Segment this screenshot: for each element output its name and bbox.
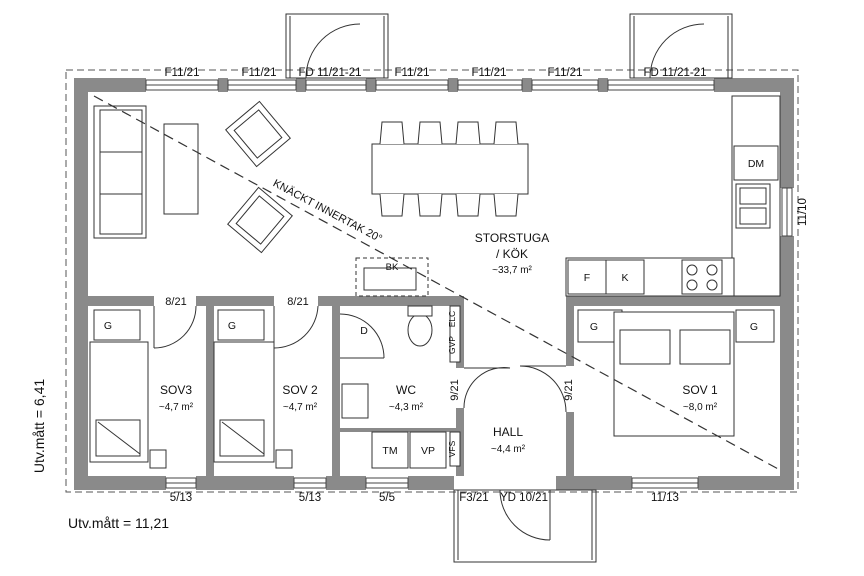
window-label: F11/21 — [165, 67, 200, 79]
fixture-label: G — [228, 320, 236, 332]
window-label: F11/21 — [242, 67, 277, 79]
room-name: WC — [396, 383, 416, 397]
exterior-walls — [74, 78, 794, 490]
room-area: ~4,3 m² — [389, 402, 424, 413]
fridge — [567, 259, 607, 295]
room-name: / KÖK — [496, 247, 528, 261]
washbasin — [341, 383, 369, 419]
room-area: ~4,7 m² — [283, 402, 318, 413]
sofa — [93, 105, 147, 239]
room-area: ~33,7 m² — [492, 265, 532, 276]
window-label: F11/21 — [472, 67, 507, 79]
top-windows — [145, 79, 793, 489]
fixture-label: D — [360, 325, 368, 337]
fixture-label: F — [584, 272, 590, 284]
room-name: STORSTUGA — [475, 231, 549, 245]
dining-table — [371, 143, 529, 195]
fixture-label: K — [621, 272, 628, 284]
room-labels: STORSTUGA / KÖK ~33,7 m² SOV3 ~4,7 m² SO… — [159, 231, 718, 455]
ceiling-fold-line — [93, 95, 781, 471]
room-name: HALL — [493, 425, 523, 439]
tm-box — [371, 431, 409, 469]
window-label: 5/13 — [170, 492, 192, 504]
window-label: F11/21 — [548, 67, 583, 79]
bed-sov1 — [613, 311, 735, 437]
window-label: FD 11/21-21 — [643, 67, 706, 79]
room-area: ~4,7 m² — [159, 402, 194, 413]
fixture-label: G — [750, 321, 758, 333]
bed-sov2 — [213, 341, 275, 463]
fixture-label: BK — [386, 262, 399, 273]
vp-box — [409, 431, 447, 469]
dishwasher — [733, 145, 779, 181]
fixture-label: VFS — [447, 440, 457, 457]
window-label: YD 10/21 — [500, 492, 548, 504]
dimension-outline — [65, 69, 799, 493]
bed-sov3 — [89, 341, 149, 463]
fixture-label: DM — [748, 158, 764, 170]
window-label: F11/21 — [395, 67, 430, 79]
coffee-table — [163, 123, 199, 215]
window-label: F3/21 — [459, 492, 488, 504]
window-label: 5/5 — [379, 492, 395, 504]
door-label: 8/21 — [165, 296, 186, 308]
freezer — [605, 259, 645, 295]
window-label: 11/13 — [651, 492, 679, 504]
width-dimension: Utv.mått = 11,21 — [68, 515, 169, 531]
window-label: FD 11/21-21 — [298, 67, 361, 79]
window-label: 11/10 — [797, 198, 809, 226]
dining-chairs — [379, 121, 519, 217]
fixture-labels: DM BK F K G G G G D TM VP GVP ELC VFS — [104, 158, 764, 457]
furniture — [89, 95, 781, 469]
armchair — [225, 100, 291, 168]
interior-doors — [153, 305, 567, 413]
wardrobe — [735, 309, 775, 343]
room-name: SOV 1 — [682, 383, 718, 397]
room-name: SOV3 — [160, 383, 192, 397]
wardrobe — [217, 309, 265, 341]
window-labels: F11/21 F11/21 FD 11/21-21 F11/21 F11/21 … — [165, 67, 809, 504]
door-label: 9/21 — [449, 379, 461, 400]
armchair — [227, 186, 293, 254]
room-area: ~8,0 m² — [683, 402, 718, 413]
door-labels: 8/21 8/21 9/21 9/21 — [165, 296, 575, 401]
fixture-label: G — [104, 320, 112, 332]
fixture-label: G — [590, 321, 598, 333]
wardrobe — [93, 309, 141, 341]
door-label: 8/21 — [287, 296, 308, 308]
height-dimension: Utv.mått = 6,41 — [31, 379, 47, 473]
fixture-label: GVP — [447, 336, 457, 354]
toilet — [407, 313, 433, 347]
window-label: 5/13 — [299, 492, 321, 504]
balcony-doors — [285, 13, 733, 563]
room-name: SOV 2 — [282, 383, 318, 397]
fixture-label: ELC — [447, 311, 457, 328]
door-label: 9/21 — [563, 379, 575, 400]
room-area: ~4,4 m² — [491, 444, 526, 455]
fixture-label: TM — [382, 445, 397, 457]
fixture-label: VP — [421, 445, 435, 457]
stove — [681, 259, 723, 295]
